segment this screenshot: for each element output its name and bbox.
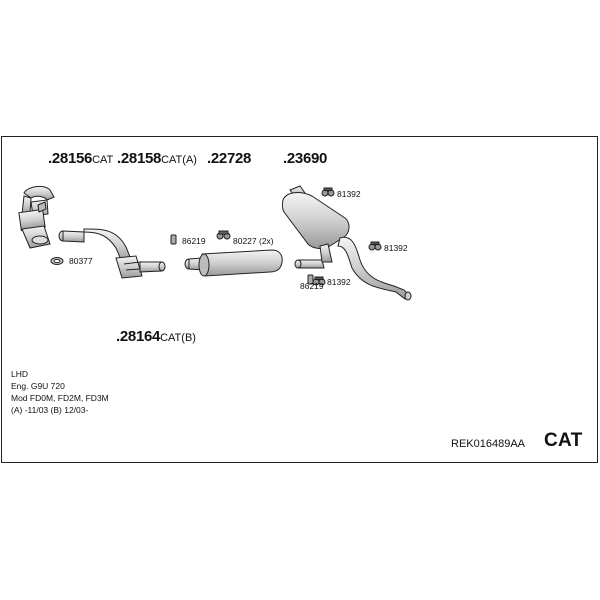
cat-label: CAT — [544, 430, 583, 451]
rubber-hanger-icon[interactable] — [170, 234, 177, 245]
ref-80377[interactable]: 80377 — [69, 256, 93, 266]
part-number: .28158 — [117, 150, 162, 167]
ref-86219[interactable]: 86219 — [182, 236, 206, 246]
vehicle-info: LHD Eng. G9U 720 Mod FD0M, FD2M, FD3M (A… — [11, 368, 109, 416]
catalytic-converter-icon[interactable] — [18, 185, 55, 249]
ref-81392[interactable]: 81392 — [327, 277, 351, 287]
ref-86219[interactable]: 86219 — [300, 281, 324, 291]
ref-81392[interactable]: 81392 — [384, 243, 408, 253]
part-number: .28156 — [48, 150, 93, 167]
part-number: .23690 — [283, 150, 328, 167]
kit-code: REK016489AA — [451, 438, 525, 450]
rubber-hanger-icon[interactable] — [368, 241, 382, 251]
info-line: LHD — [11, 369, 29, 379]
ref-81392[interactable]: 81392 — [337, 189, 361, 199]
part-label-22728[interactable]: .22728 — [207, 150, 251, 168]
clamp-icon[interactable] — [307, 274, 314, 285]
part-number: .28164 — [116, 328, 161, 345]
part-suffix: CAT(A) — [161, 154, 197, 166]
part-label-28156[interactable]: .28156CAT — [48, 150, 113, 168]
part-number: .22728 — [207, 150, 252, 167]
part-label-28158[interactable]: .28158CAT(A) — [117, 150, 197, 168]
info-line: Eng. G9U 720 — [11, 381, 65, 391]
part-suffix: CAT — [92, 154, 114, 166]
rear-silencer-icon[interactable] — [281, 185, 412, 301]
part-label-28164[interactable]: .28164CAT(B) — [116, 328, 196, 346]
rubber-hanger-icon[interactable] — [321, 187, 335, 197]
gasket-icon[interactable] — [50, 257, 64, 265]
ref-80227[interactable]: 80227 (2x) — [233, 236, 274, 246]
diagram-frame — [1, 136, 598, 463]
part-suffix: CAT(B) — [160, 332, 196, 344]
part-label-23690[interactable]: .23690 — [283, 150, 327, 168]
info-line: Mod FD0M, FD2M, FD3M — [11, 393, 109, 403]
rubber-hanger-icon[interactable] — [216, 230, 231, 240]
info-line: (A) -11/03 (B) 12/03- — [11, 405, 89, 415]
front-pipe-icon[interactable] — [58, 228, 166, 279]
center-silencer-icon[interactable] — [184, 249, 283, 277]
